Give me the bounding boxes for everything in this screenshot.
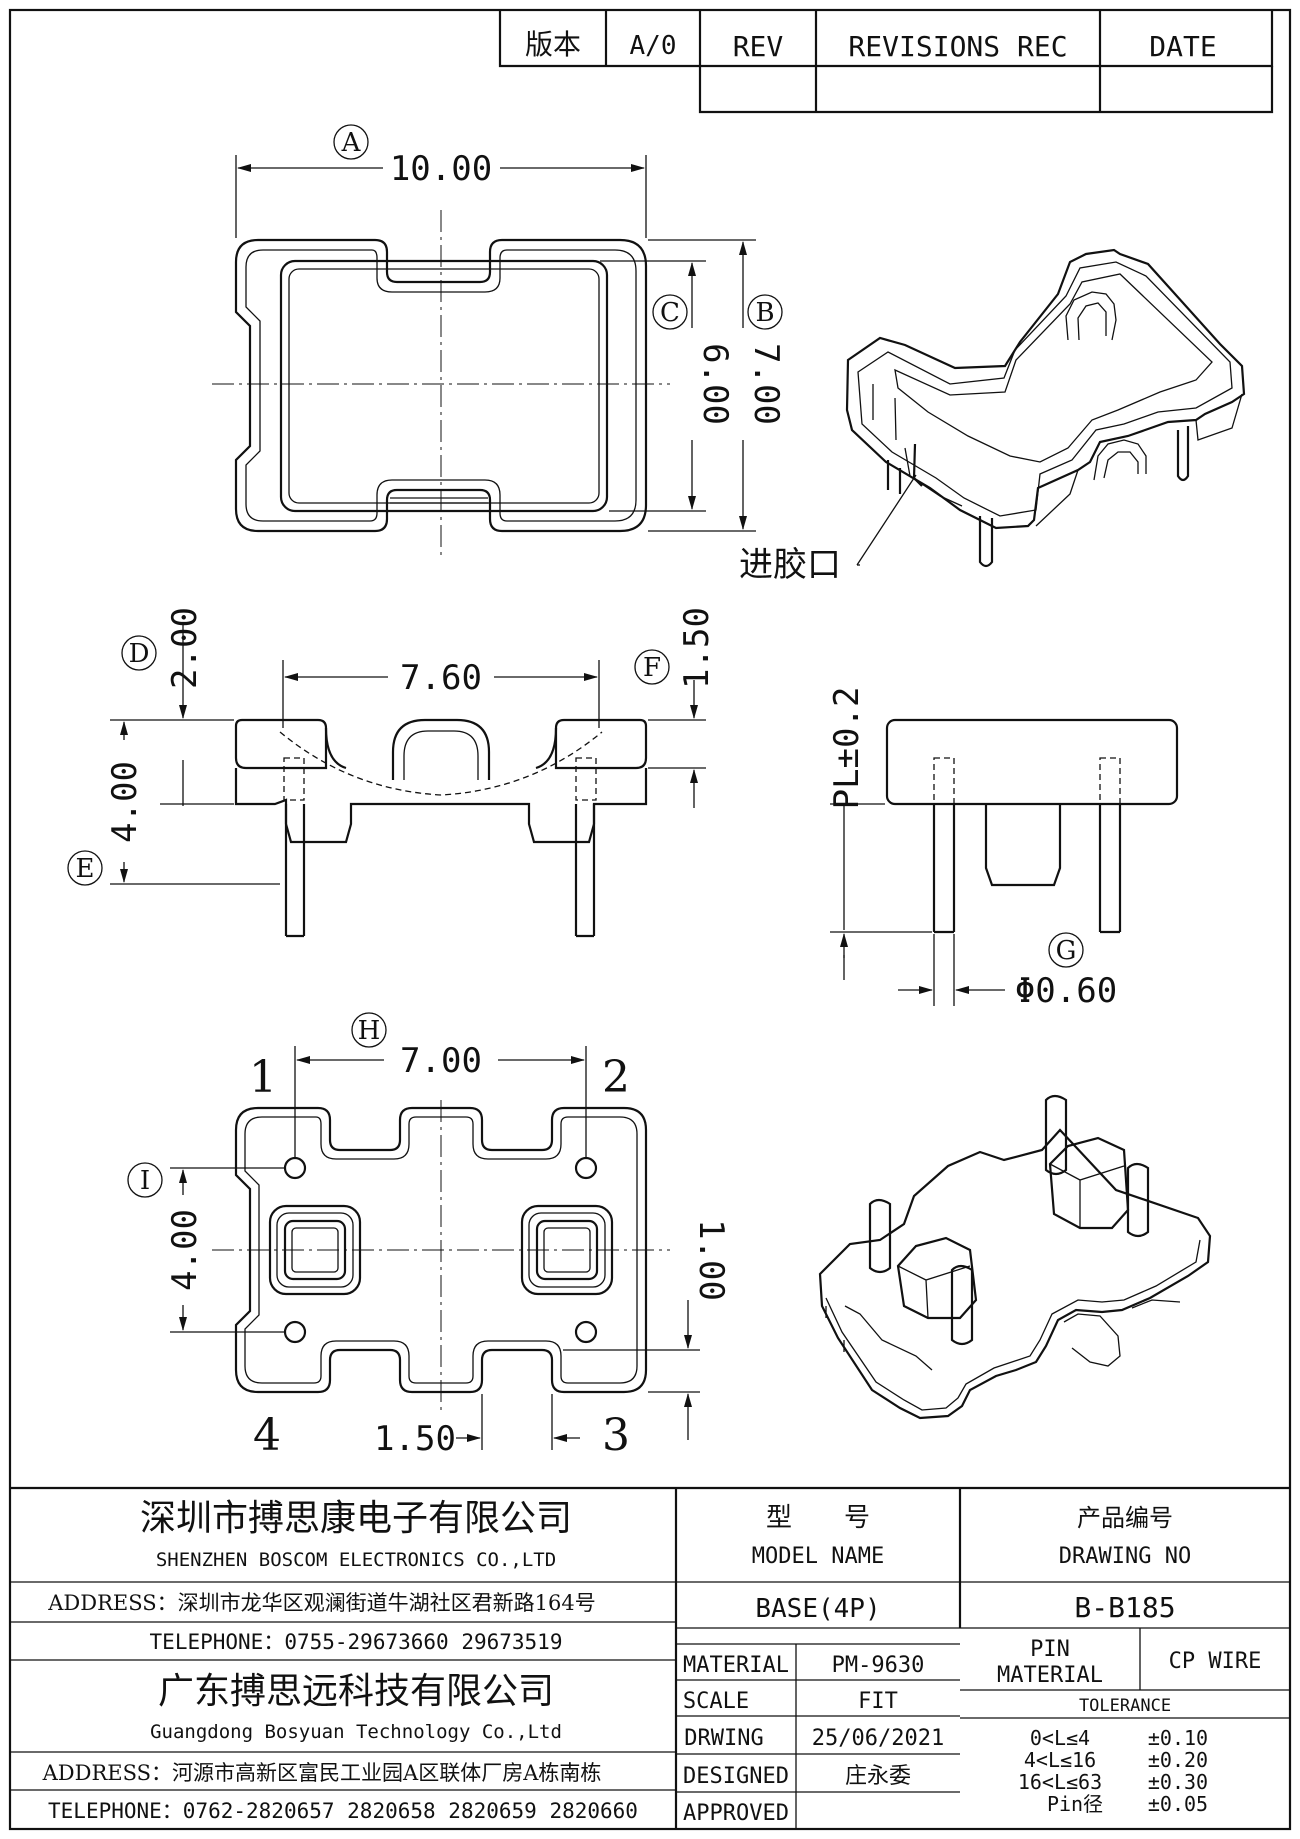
tol-range-4: Pin径 bbox=[1047, 1792, 1103, 1816]
drawing-label-cn: 产品编号 bbox=[1077, 1504, 1173, 1532]
pin-material-value: CP WIRE bbox=[1169, 1649, 1262, 1674]
pin-material-label-1: PIN bbox=[1030, 1637, 1070, 1662]
drawing-value: B-B185 bbox=[1074, 1591, 1175, 1624]
callout-i: I bbox=[140, 1166, 150, 1196]
date-label: DATE bbox=[1149, 30, 1216, 63]
model-label-cn: 型 号 bbox=[766, 1503, 870, 1533]
version-label: 版本 bbox=[525, 28, 581, 61]
drawing-date-label: DRWING bbox=[684, 1726, 763, 1751]
pin-3-label: 3 bbox=[602, 1410, 630, 1461]
pin-1-label: 1 bbox=[249, 1052, 277, 1103]
company1-cn: 深圳市搏思康电子有限公司 bbox=[140, 1498, 572, 1539]
tol-value-2: ±0.20 bbox=[1148, 1748, 1208, 1772]
drawing-label-en: DRAWING NO bbox=[1059, 1544, 1191, 1569]
dim-c: 6.00 bbox=[695, 343, 735, 425]
model-label-en: MODEL NAME bbox=[752, 1544, 884, 1569]
callout-c: C bbox=[660, 298, 680, 328]
title-block: 深圳市搏思康电子有限公司 SHENZHEN BOSCOM ELECTRONICS… bbox=[10, 1486, 1290, 1829]
dim-d: 2.00 bbox=[165, 607, 205, 689]
top-view: A 10.00 C 6.00 B 7.00 bbox=[212, 124, 786, 556]
address2: ADDRESS：河源市高新区富民工业园A区联体厂房A栋南栋 bbox=[42, 1761, 602, 1785]
dim-i: 4.00 bbox=[165, 1209, 205, 1291]
callout-d: D bbox=[129, 639, 150, 669]
pin-material-label-2: MATERIAL bbox=[997, 1663, 1103, 1688]
approved-label: APPROVED bbox=[683, 1801, 789, 1826]
telephone2: TELEPHONE：0762-2820657 2820658 2820659 2… bbox=[48, 1799, 638, 1823]
front-view: 7.60 D 2.00 E 4.00 F 1.50 bbox=[67, 607, 717, 938]
scale-label: SCALE bbox=[683, 1689, 749, 1714]
company1-en: SHENZHEN BOSCOM ELECTRONICS CO.,LTD bbox=[156, 1549, 556, 1571]
revision-block: 版本 A/0 REV REVISIONS REC DATE bbox=[498, 10, 1274, 114]
company2-en: Guangdong Bosyuan Technology Co.,Ltd bbox=[150, 1721, 562, 1743]
tol-range-3: 16<L≤63 bbox=[1018, 1770, 1102, 1794]
rev-label: REV bbox=[733, 30, 784, 63]
company2-cn: 广东搏思远科技有限公司 bbox=[158, 1671, 554, 1712]
iso-view-top: 进胶口 bbox=[739, 248, 1246, 585]
callout-b: B bbox=[755, 298, 774, 328]
tol-range-2: 4<L≤16 bbox=[1024, 1748, 1096, 1772]
tol-value-3: ±0.30 bbox=[1148, 1770, 1208, 1794]
address1: ADDRESS：深圳市龙华区观澜街道牛湖社区君新路164号 bbox=[47, 1591, 595, 1615]
drawing-date-value: 25/06/2021 bbox=[812, 1726, 944, 1751]
callout-e: E bbox=[76, 854, 95, 884]
gate-label: 进胶口 bbox=[739, 545, 841, 585]
designed-value: 庄永委 bbox=[845, 1764, 911, 1789]
callout-g: G bbox=[1056, 936, 1077, 966]
version-value: A/0 bbox=[630, 31, 677, 61]
tol-range-1: 0<L≤4 bbox=[1030, 1726, 1090, 1750]
side-view: PL±0.2 G Φ0.60 bbox=[827, 687, 1179, 1011]
pin-diameter: Φ0.60 bbox=[1015, 971, 1117, 1011]
callout-a: A bbox=[341, 128, 362, 158]
tolerance-label: TOLERANCE bbox=[1079, 1696, 1171, 1716]
material-label: MATERIAL bbox=[683, 1653, 789, 1678]
scale-value: FIT bbox=[858, 1689, 898, 1714]
model-value: BASE(4P) bbox=[755, 1594, 880, 1624]
pl-label: PL±0.2 bbox=[827, 687, 867, 810]
designed-label: DESIGNED bbox=[683, 1764, 789, 1789]
tol-value-4: ±0.05 bbox=[1148, 1792, 1208, 1816]
dim-b: 7.00 bbox=[746, 343, 786, 425]
callout-f: F bbox=[643, 653, 661, 683]
tol-value-1: ±0.10 bbox=[1148, 1726, 1208, 1750]
sheet-border bbox=[8, 8, 1292, 1831]
pin-2-label: 2 bbox=[602, 1052, 630, 1103]
telephone1: TELEPHONE：0755-29673660 29673519 bbox=[150, 1630, 563, 1654]
dim-e: 4.00 bbox=[105, 761, 145, 843]
bottom-view: H 7.00 I 4.00 1.00 1.50 1 2 3 4 bbox=[127, 1012, 731, 1461]
callout-h: H bbox=[358, 1016, 381, 1046]
revisions-label: REVISIONS REC bbox=[848, 30, 1067, 63]
iso-view-bottom bbox=[818, 1094, 1212, 1420]
dim-h: 7.00 bbox=[400, 1041, 482, 1081]
dim-right: 1.00 bbox=[691, 1219, 731, 1301]
pin-4-label: 4 bbox=[253, 1410, 281, 1461]
dim-f: 1.50 bbox=[677, 607, 717, 689]
dim-bottom: 1.50 bbox=[374, 1419, 456, 1459]
dim-a: 10.00 bbox=[390, 149, 492, 189]
material-value: PM-9630 bbox=[832, 1653, 925, 1678]
dim-front-width: 7.60 bbox=[400, 658, 482, 698]
